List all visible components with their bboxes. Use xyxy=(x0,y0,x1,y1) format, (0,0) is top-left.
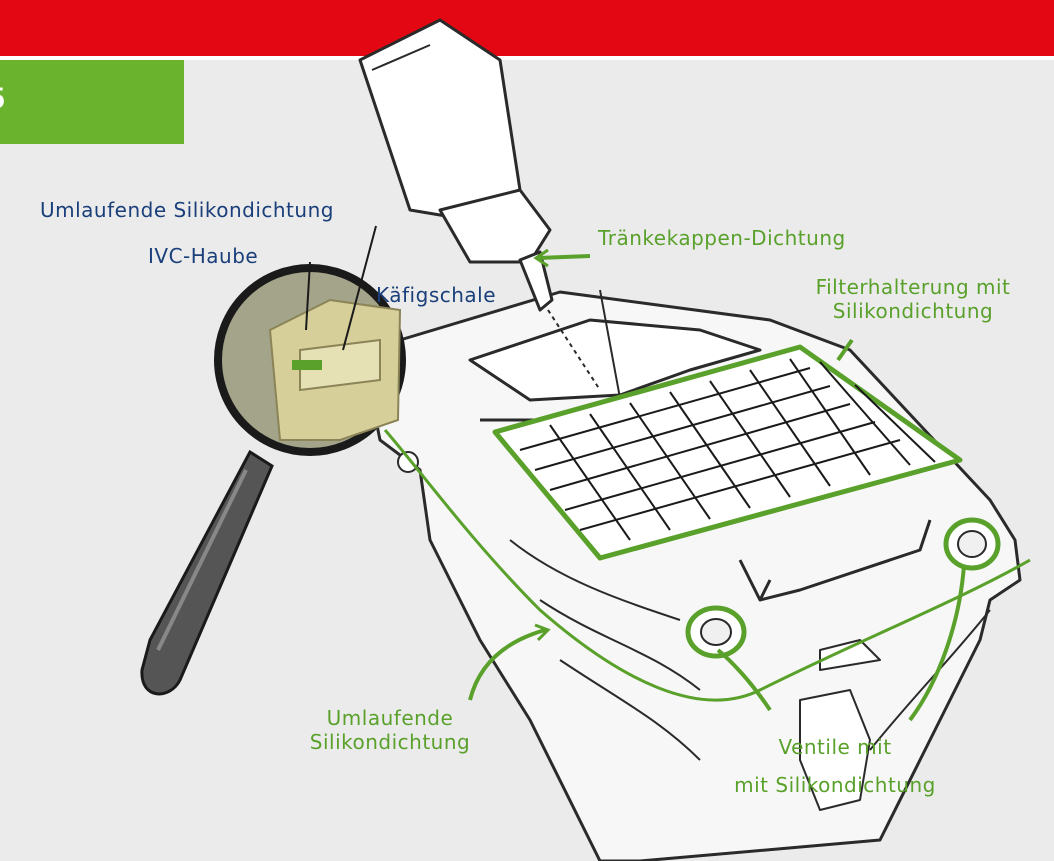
label-umlaufende-top: Umlaufende Silikondichtung xyxy=(40,198,334,222)
step-number: 5 xyxy=(0,82,28,116)
label-umlaufende-bottom: Umlaufende Silikondichtung xyxy=(275,706,505,754)
header-bar xyxy=(0,0,1054,56)
label-traenkekappen: Tränkekappen-Dichtung xyxy=(598,226,846,250)
step-badge: 5 xyxy=(0,60,184,144)
label-umlaufende-bottom-line1: Umlaufende xyxy=(326,706,454,730)
label-umlaufende-bottom-line2: Silikondichtung xyxy=(309,730,471,754)
label-filter-line1: Filterhalterung mit xyxy=(815,275,1011,299)
label-ivc-haube: IVC-Haube xyxy=(148,244,259,268)
label-ventile-line2: mit Silikondichtung xyxy=(734,773,936,797)
label-filter-line2: Silikondichtung xyxy=(832,299,994,323)
filter-grid-icon xyxy=(492,344,963,561)
green-arrows xyxy=(468,248,966,722)
header-divider xyxy=(0,56,1054,60)
valve-icon xyxy=(685,517,1001,659)
label-filterhalterung: Filterhalterung mit Silikondichtung xyxy=(778,275,1048,323)
label-ventile: Ventile mit mit Silikondichtung xyxy=(690,735,980,797)
magnifier-icon xyxy=(140,264,406,696)
pointer-lines xyxy=(305,225,377,351)
bottle-icon xyxy=(358,18,601,391)
seal-line xyxy=(383,429,1031,702)
label-ventile-line1: Ventile mit xyxy=(778,735,892,759)
label-kaefigschale: Käfigschale xyxy=(376,283,497,307)
